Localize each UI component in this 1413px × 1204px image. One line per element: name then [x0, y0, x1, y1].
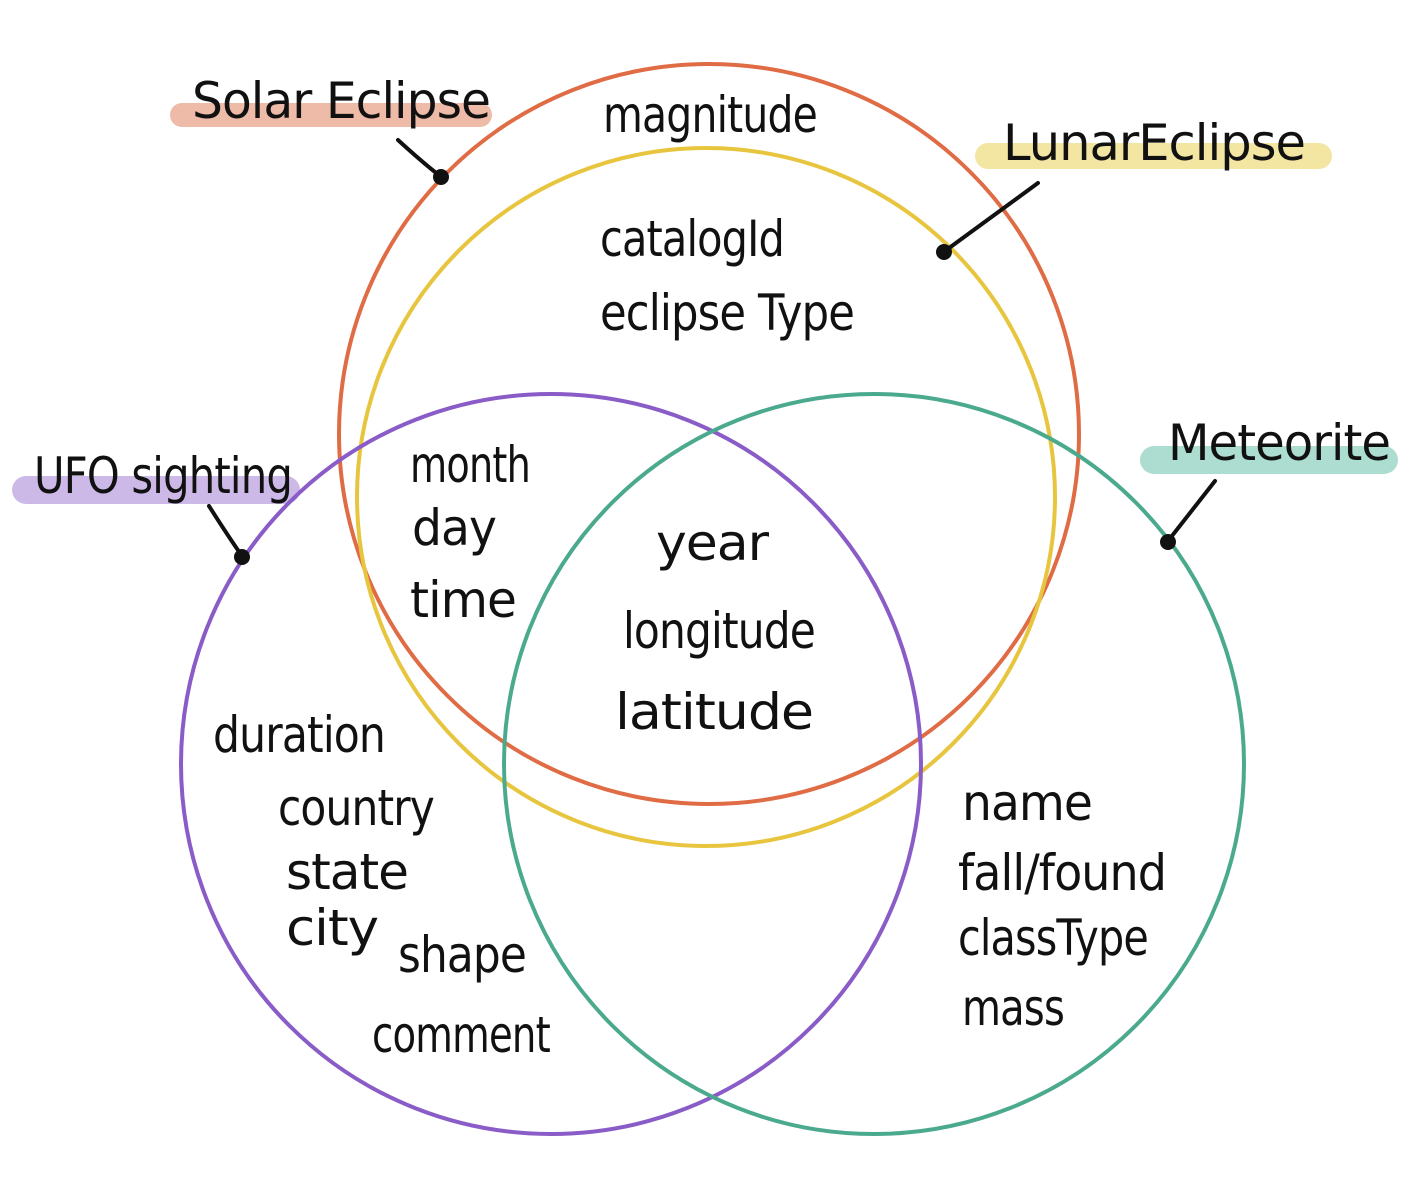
attr-mass: mass — [962, 979, 1064, 1037]
attr-class-type: classType — [958, 909, 1148, 967]
lunar-pointer — [943, 181, 1040, 253]
attr-catalog-id: catalogId — [600, 210, 784, 268]
solar-pointer-dot — [433, 169, 449, 185]
attr-fall-found: fall/found — [958, 844, 1166, 902]
lunar-eclipse-name: LunarEclipse — [1003, 114, 1305, 172]
solar-pointer — [396, 138, 442, 178]
attr-duration: duration — [213, 706, 385, 764]
attr-state: state — [286, 843, 408, 901]
meteorite-name-highlight — [1140, 446, 1398, 474]
attr-day: day — [412, 499, 496, 557]
attr-magnitude: magnitude — [603, 86, 817, 144]
pointer-lines — [207, 138, 1217, 565]
meteorite-circle — [502, 392, 1246, 1136]
attr-shape: shape — [398, 926, 526, 984]
attr-time: time — [410, 571, 516, 629]
lunar-pointer-dot — [936, 244, 952, 260]
attr-comment: comment — [372, 1006, 550, 1064]
lunar-name-highlight — [975, 143, 1332, 169]
attr-city: city — [286, 899, 378, 957]
ufo-pointer-dot — [234, 549, 250, 565]
ufo-sighting-name: UFO sighting — [34, 447, 292, 505]
solar-name-highlight — [170, 103, 492, 127]
meteorite-pointer — [1166, 479, 1217, 543]
meteorite-pointer-dot — [1160, 534, 1176, 550]
ufo-sighting-circle — [179, 392, 923, 1136]
attr-name: name — [962, 774, 1092, 832]
lunar-eclipse-circle — [355, 146, 1057, 848]
attr-month: month — [410, 436, 530, 494]
attr-eclipse-type: eclipse Type — [600, 284, 854, 342]
ufo-pointer — [207, 504, 244, 558]
attr-longitude: longitude — [623, 602, 815, 660]
solar-eclipse-name: Solar Eclipse — [192, 72, 490, 130]
attr-year: year — [656, 514, 769, 572]
meteorite-name: Meteorite — [1168, 414, 1390, 472]
solar-eclipse-circle — [337, 62, 1081, 806]
attr-latitude: latitude — [615, 683, 813, 741]
attr-country: country — [278, 779, 434, 837]
ufo-name-highlight — [12, 476, 300, 504]
